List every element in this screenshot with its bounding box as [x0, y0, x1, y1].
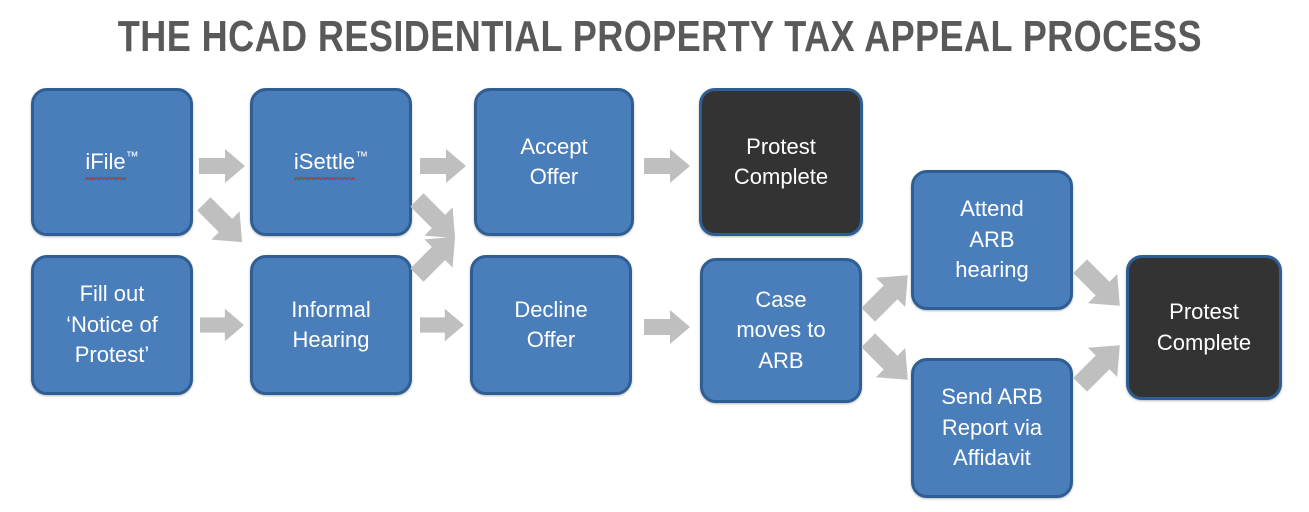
trademark-symbol: ™ [355, 148, 369, 164]
node-informal-hearing[interactable]: Informal Hearing [250, 255, 412, 395]
node-accept-offer[interactable]: Accept Offer [474, 88, 634, 236]
node-notice-of-protest-label: Fill out ‘Notice of Protest’ [66, 281, 158, 368]
arrow-informal-hearing-to-accept-offer [409, 229, 463, 283]
node-decline-offer-label: Decline Offer [514, 296, 588, 352]
arrow-accept-offer-to-protest-complete [644, 149, 690, 183]
arrow-ifile-to-informal-hearing [196, 196, 250, 250]
node-case-moves-to-arb[interactable]: Case moves to ARB [700, 258, 862, 403]
arrow-ifile-to-isettle [199, 149, 245, 183]
node-case-moves-to-arb-label: Case moves to ARB [736, 286, 826, 373]
trademark-symbol: ™ [125, 148, 139, 164]
node-notice-of-protest[interactable]: Fill out ‘Notice of Protest’ [31, 255, 193, 395]
node-protest-complete-end-label: Protest Complete [1156, 299, 1252, 355]
node-isettle[interactable]: iSettle™ [250, 88, 412, 236]
node-attend-arb-hearing[interactable]: Attend ARB hearing [911, 170, 1073, 310]
arrow-informal-hearing-to-decline-offer [420, 308, 464, 342]
node-accept-offer-label: Accept Offer [520, 133, 588, 189]
arrow-isettle-to-decline-offer [409, 192, 463, 246]
spellcheck-underline: iFile [85, 147, 127, 181]
node-informal-hearing-label: Informal Hearing [291, 296, 371, 352]
node-send-arb-report[interactable]: Send ARB Report via Affidavit [911, 358, 1073, 498]
spellcheck-underline: iSettle [293, 147, 356, 181]
page-title: THE HCAD RESIDENTIAL PROPERTY TAX APPEAL… [117, 12, 1203, 61]
node-decline-offer[interactable]: Decline Offer [470, 255, 632, 395]
node-protest-complete-top-label: Protest Complete [733, 133, 829, 189]
arrow-send-arb-report-to-protest-complete [1072, 337, 1128, 393]
node-ifile[interactable]: iFile™ [31, 88, 193, 236]
node-protest-complete-end[interactable]: Protest Complete [1126, 255, 1282, 400]
arrow-case-to-send-arb-report [860, 332, 916, 388]
node-isettle-label: iSettle™ [293, 147, 369, 181]
node-send-arb-report-label: Send ARB Report via Affidavit [941, 384, 1043, 471]
node-protest-complete-top[interactable]: Protest Complete [699, 88, 863, 236]
arrow-notice-to-informal-hearing [200, 308, 244, 342]
node-ifile-label: iFile™ [85, 147, 139, 181]
arrow-isettle-to-accept-offer [420, 149, 466, 183]
arrow-attend-arb-to-protest-complete [1072, 258, 1128, 314]
arrow-decline-offer-to-case-moves-to-arb [644, 310, 690, 344]
node-attend-arb-hearing-label: Attend ARB hearing [955, 196, 1029, 283]
arrow-case-to-attend-arb-hearing [860, 267, 916, 323]
